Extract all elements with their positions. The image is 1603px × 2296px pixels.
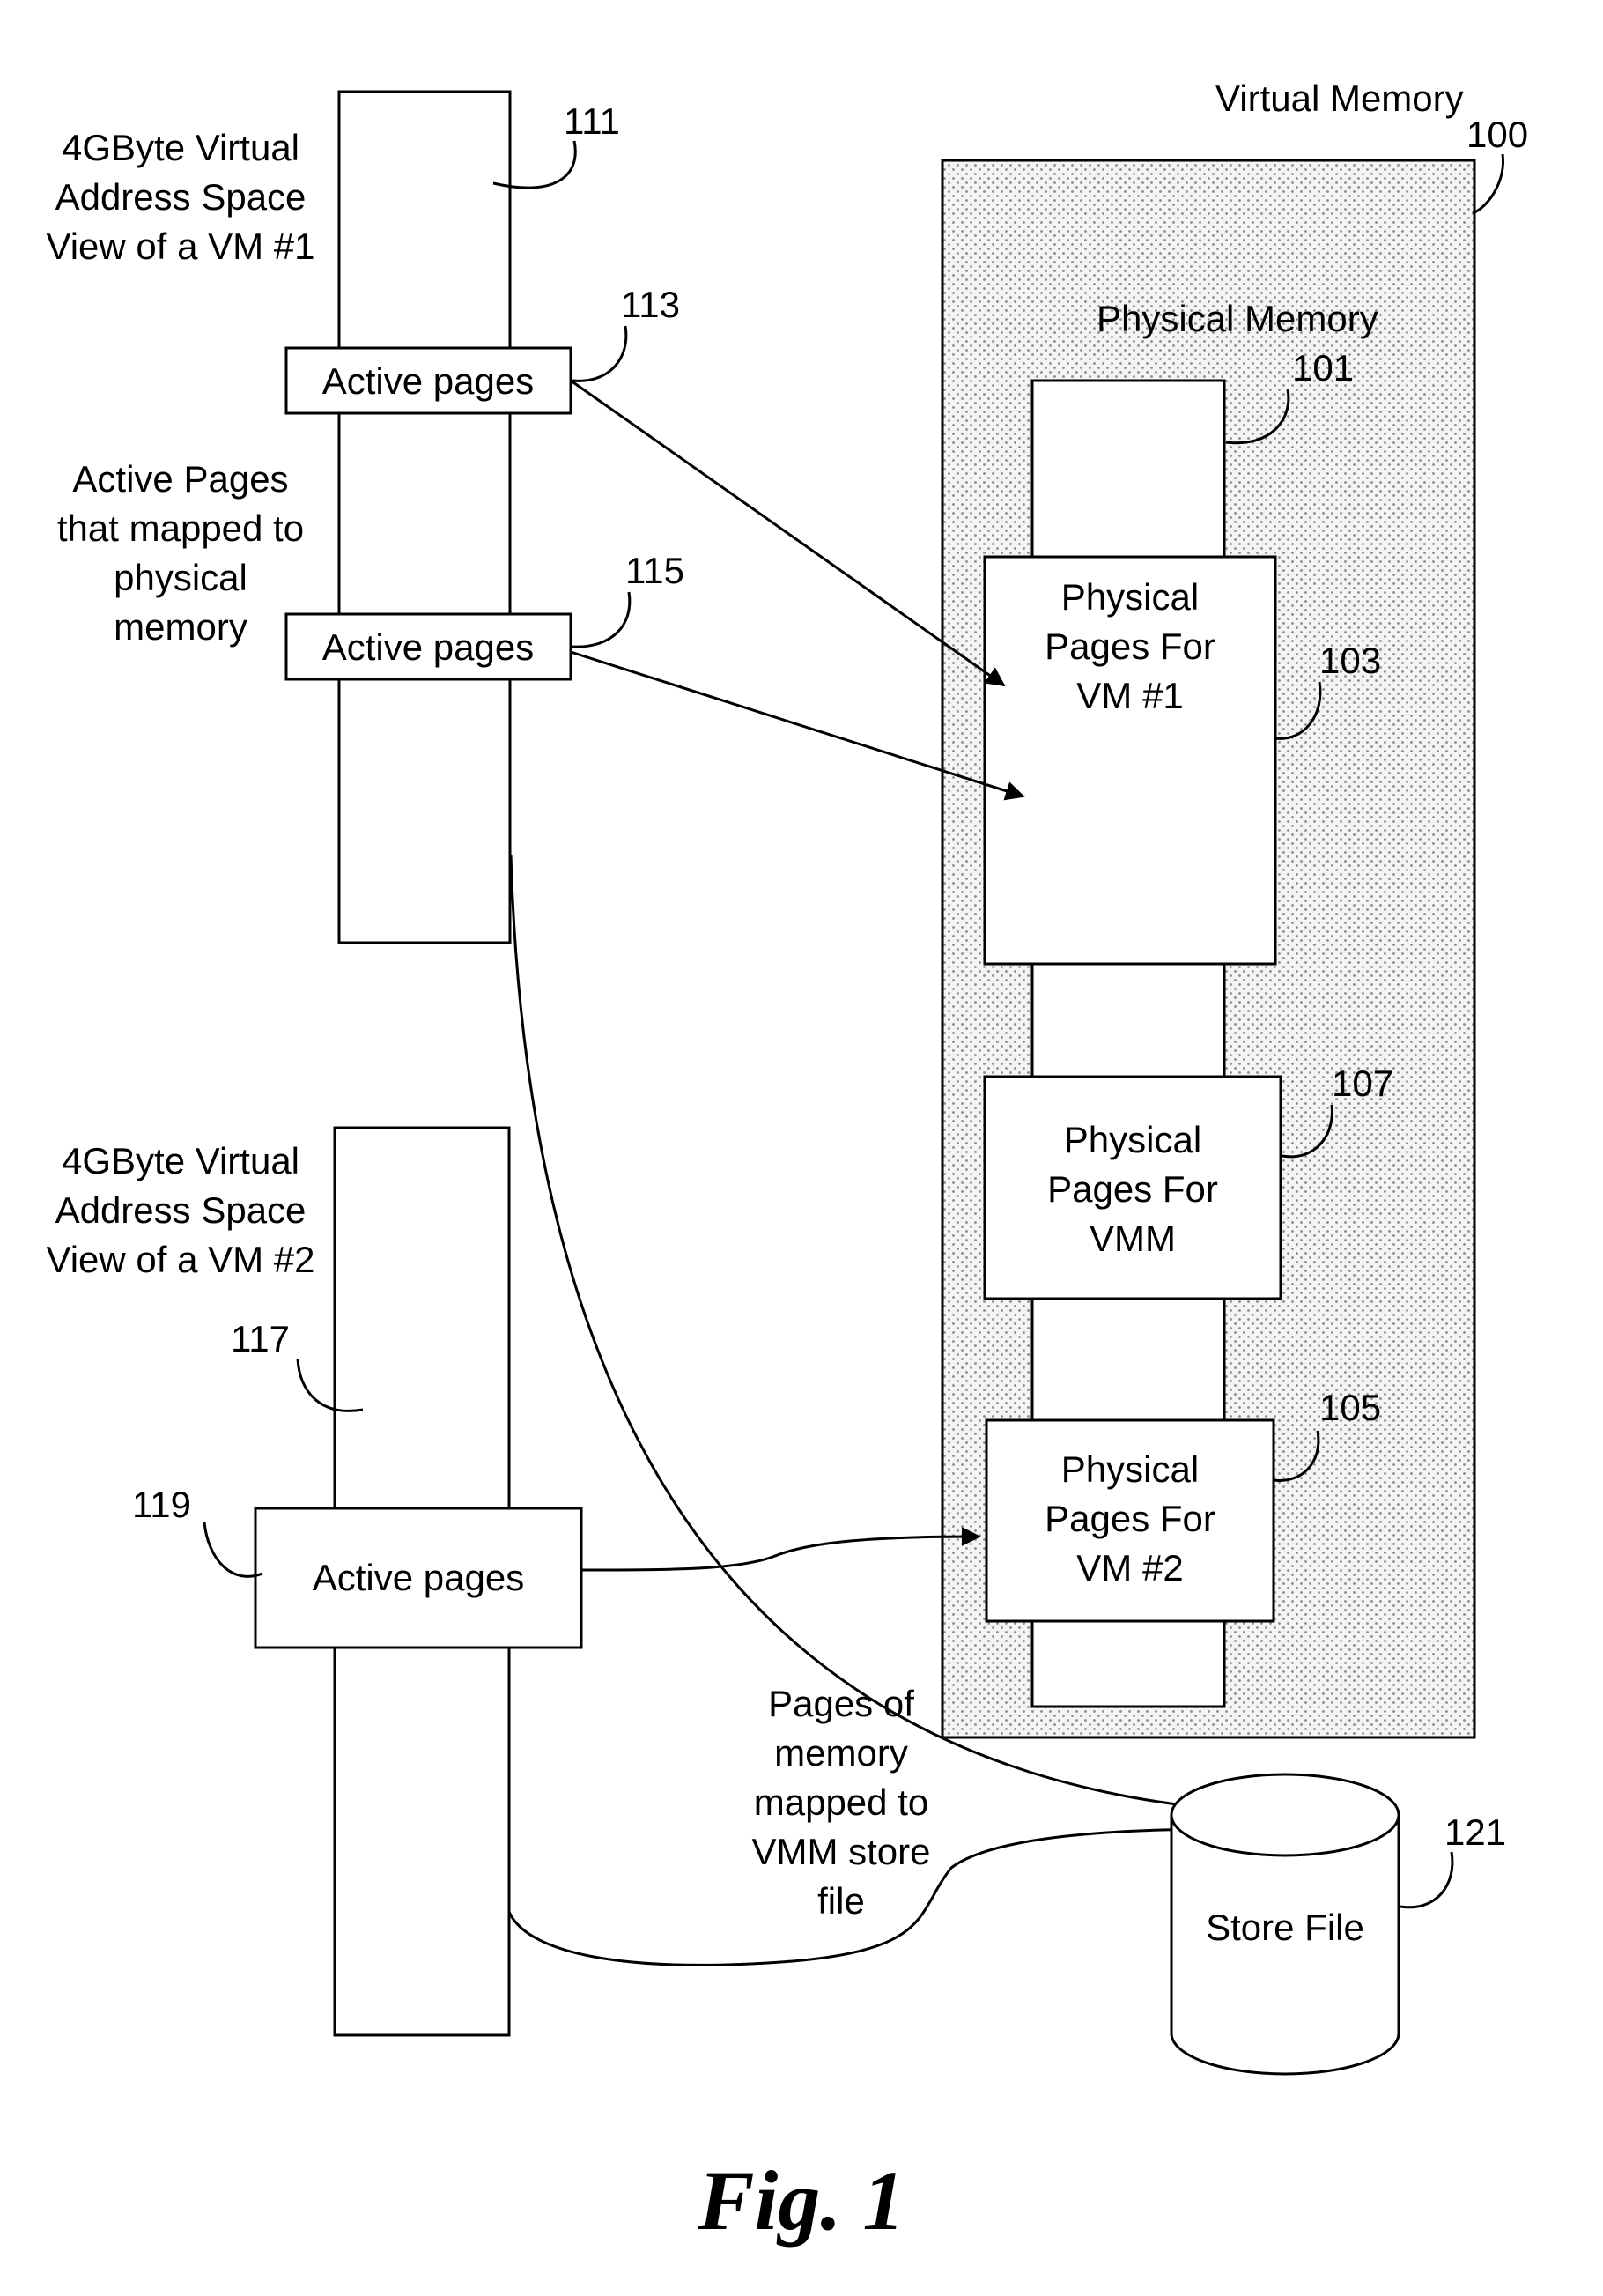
figure-caption: Fig. 1 <box>698 2153 905 2248</box>
physical-pages-vm2-line2: Pages For <box>1045 1498 1215 1539</box>
vm2-active-pages-119-leader <box>204 1522 262 1576</box>
mapped-note-line4: memory <box>114 606 247 648</box>
physical-pages-vmm-line1: Physical <box>1064 1119 1201 1160</box>
vm1-active-pages-113-ref: 113 <box>621 284 680 325</box>
vm1-space-ref: 111 <box>564 100 620 142</box>
vm1-active-pages-115-leader <box>572 592 630 647</box>
vm1-active-pages-115-ref: 115 <box>625 550 684 591</box>
vm2-address-space: 4GByte Virtual Address Space View of a V… <box>46 1128 581 2035</box>
vm2-active-pages-119-label: Active pages <box>313 1557 524 1598</box>
physical-pages-vm1-ref: 103 <box>1319 640 1381 681</box>
physical-pages-vm2-ref: 105 <box>1319 1387 1381 1428</box>
vm1-active-pages-113-label: Active pages <box>322 360 534 402</box>
physical-pages-vm1-line1: Physical <box>1061 576 1199 618</box>
mapped-note-line1: Active Pages <box>72 458 288 500</box>
vm1-address-space: 4GByte Virtual Address Space View of a V… <box>46 92 684 943</box>
store-file-ref: 121 <box>1444 1811 1506 1853</box>
arrow-113-to-phys-vm1 <box>571 381 1004 685</box>
virtual-memory-ref: 100 <box>1466 114 1528 155</box>
store-file-leader <box>1400 1852 1452 1907</box>
vm1-space-label-line1: 4GByte Virtual <box>62 127 299 168</box>
virtual-memory-label: Virtual Memory <box>1215 78 1464 119</box>
physical-pages-vm2-line3: VM #2 <box>1076 1547 1183 1589</box>
physical-pages-vm2-line1: Physical <box>1061 1448 1199 1490</box>
vm1-address-column <box>339 92 510 943</box>
arrow-119-to-phys-vm2 <box>581 1537 979 1570</box>
vm2-space-label-line1: 4GByte Virtual <box>62 1140 299 1181</box>
mapped-note-line2: that mapped to <box>57 507 304 549</box>
physical-pages-vmm-line2: Pages For <box>1047 1168 1218 1210</box>
vm1-active-pages-115-label: Active pages <box>322 626 534 668</box>
physical-pages-vm1-line3: VM #1 <box>1076 675 1183 716</box>
vm1-space-label-line2: Address Space <box>55 176 307 218</box>
vm1-active-pages-113-leader <box>572 326 626 381</box>
physical-pages-vmm-line3: VMM <box>1090 1218 1176 1259</box>
vm2-active-pages-119-ref: 119 <box>132 1484 191 1525</box>
vm2-space-label-line3: View of a VM #2 <box>46 1239 314 1280</box>
physical-pages-vm1-box <box>985 557 1275 964</box>
store-note-line4: VMM store <box>751 1831 930 1872</box>
vm2-space-ref: 117 <box>231 1318 290 1359</box>
vm1-space-label-line3: View of a VM #1 <box>46 226 314 267</box>
mapped-note-line3: physical <box>114 557 247 598</box>
store-note: Pages of memory mapped to VMM store file <box>751 1683 930 1922</box>
physical-pages-vmm-ref: 107 <box>1332 1063 1393 1104</box>
store-file: Store File 121 <box>1171 1774 1506 2074</box>
virtual-memory-leader <box>1473 154 1503 213</box>
physical-memory-label: Physical Memory <box>1097 298 1378 339</box>
physical-pages-vm1-line2: Pages For <box>1045 626 1215 667</box>
store-file-cylinder-top <box>1171 1774 1399 1855</box>
store-note-line3: mapped to <box>754 1781 928 1823</box>
physical-memory-ref: 101 <box>1292 347 1354 389</box>
store-file-label: Store File <box>1206 1907 1364 1948</box>
store-note-line1: Pages of <box>768 1683 914 1724</box>
store-note-line5: file <box>817 1880 865 1922</box>
vm2-space-label-line2: Address Space <box>55 1189 307 1231</box>
store-note-line2: memory <box>774 1732 908 1774</box>
